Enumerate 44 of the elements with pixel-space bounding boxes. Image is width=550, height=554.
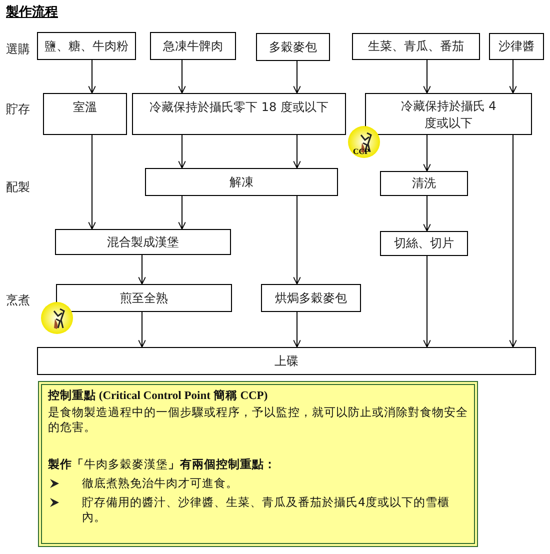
arrow: [293, 312, 301, 348]
arrow: [293, 134, 301, 168]
arrow: [423, 196, 431, 232]
process-box: 多穀麥包: [256, 33, 330, 61]
process-box: 冷藏保持於攝氏零下 18 度或以下: [132, 93, 346, 135]
arrow: [293, 60, 301, 94]
note-subheading: 製作「牛肉多穀麥漢堡」有兩個控制重點：: [48, 457, 277, 472]
process-box: 切絲、切片: [380, 231, 468, 256]
process-box: 解凍: [145, 168, 338, 196]
process-box: 混合製成漢堡: [55, 229, 231, 255]
process-box: 上碟: [37, 347, 536, 375]
arrow: [178, 196, 186, 230]
arrow: [178, 134, 186, 168]
stage-label: 配製: [6, 179, 30, 196]
arrow: [423, 60, 431, 94]
title: 製作流程: [6, 4, 58, 21]
arrow: [509, 60, 517, 94]
note-box: [38, 381, 478, 547]
stage-label: 貯存: [6, 101, 30, 118]
bullet-text: 徹底煮熟免治牛肉才可進食。: [82, 476, 239, 491]
process-box: 烘焗多穀麥包: [261, 284, 361, 312]
arrow: [509, 134, 517, 348]
arrow: [178, 60, 186, 94]
ccp-label: CCP: [353, 147, 370, 156]
process-box: 生菜、青瓜、番茄: [352, 33, 480, 60]
note-heading: 控制重點 (Critical Control Point 簡稱 CCP): [48, 389, 269, 404]
process-box: 冷藏保持於攝氏 4 度或以下: [365, 93, 532, 135]
stage-label: 烹煮: [6, 292, 30, 309]
process-box: 清洗: [380, 171, 468, 196]
process-box: 急凍牛髀肉: [150, 32, 236, 60]
arrow: [138, 312, 146, 348]
arrow: [423, 256, 431, 348]
arrow: [88, 60, 96, 94]
bullet-text: 貯存備用的醬汁、沙律醬、生菜、青瓜及番茄於攝氏4度或以下的雪櫃內。: [82, 495, 450, 525]
arrow: [138, 254, 146, 284]
arrow: [423, 134, 431, 172]
process-box: 室溫: [43, 93, 127, 135]
arrow: [293, 196, 301, 284]
process-box: 鹽、糖、牛肉粉: [37, 32, 136, 60]
note-text: 是食物製造過程中的一個步驟或程序，予以監控，就可以防止或消除對食物安全的危害。: [48, 405, 468, 435]
process-box: 煎至全熟: [56, 284, 232, 312]
stage-label: 選購: [6, 41, 30, 58]
process-box: 沙律醬: [489, 33, 544, 60]
arrow: [88, 134, 96, 230]
